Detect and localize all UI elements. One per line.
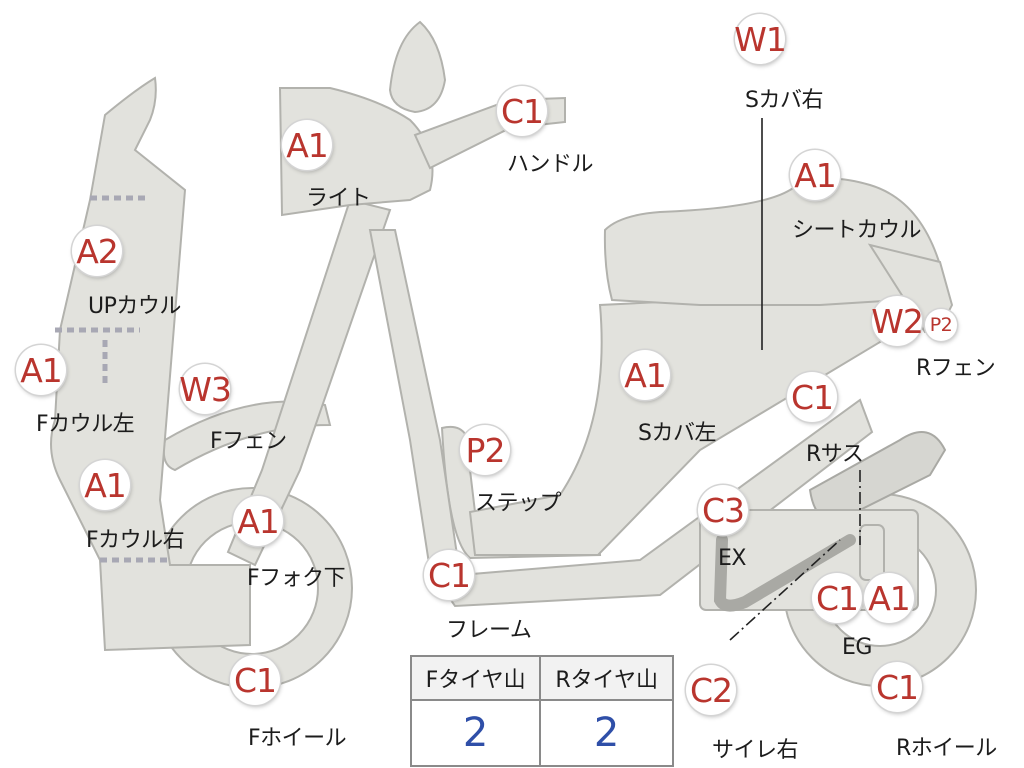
code-badge-f-fender: W3 [179, 364, 232, 414]
code-badge-r-fender: W2 [871, 296, 924, 346]
code-badge-s-cover-right: W1 [734, 14, 787, 64]
tire-tread-table: Fタイヤ山 Rタイヤ山 2 2 [409, 655, 674, 767]
side-cover-shape [468, 288, 938, 556]
front-fork-shape [226, 198, 392, 567]
code-badge-f-cowl-right: A1 [80, 460, 130, 510]
code-badge-handle: C1 [497, 86, 547, 136]
part-label-r-fender: Rフェン [916, 356, 996, 381]
part-label-step: ステップ [475, 491, 562, 516]
part-label-eg: EG [842, 635, 872, 660]
seat-shape [603, 177, 942, 306]
part-label-s-cover-right: Sカバ右 [745, 88, 823, 113]
part-label-silencer-right: サイレ右 [712, 738, 799, 763]
code-badge-frame: C1 [424, 550, 474, 600]
code-badge-light: A1 [282, 120, 332, 170]
headlight-shape [278, 87, 434, 217]
part-label-light: ライト [306, 186, 371, 211]
r-suspension-rod-shape [859, 524, 885, 581]
part-label-s-cover-left: Sカバ左 [638, 421, 716, 446]
tire-value-rear: 2 [539, 699, 674, 767]
part-label-f-fender: Fフェン [210, 429, 287, 454]
code-badge-silencer-right: C2 [686, 665, 736, 715]
tire-header-rear: Rタイヤ山 [539, 655, 674, 701]
code-badge-up-cowl: A2 [72, 226, 122, 276]
code-badge-f-fork-lower: A1 [233, 496, 283, 546]
part-label-ex: EX [718, 546, 746, 571]
part-label-f-fork-lower: Fフォク下 [247, 566, 346, 591]
code-badge-f-cowl-left: A1 [16, 345, 66, 395]
part-label-frame: フレーム [446, 618, 532, 643]
part-label-f-wheel: Fホイール [248, 726, 347, 751]
tire-value-front: 2 [409, 699, 542, 767]
part-label-f-cowl-left: Fカウル左 [36, 412, 135, 437]
tire-header-front: Fタイヤ山 [409, 655, 542, 701]
code-badge-seat-cowl: A1 [790, 150, 840, 200]
part-label-handle: ハンドル [507, 152, 594, 177]
part-label-r-wheel: Rホイール [896, 736, 997, 761]
exhaust-pipe-shape [713, 534, 856, 612]
code-badge-step: P2 [460, 425, 510, 475]
code-badge-s-cover-left: A1 [620, 350, 670, 400]
part-label-seat-cowl: シートカウル [792, 218, 922, 243]
leader-silencer [729, 539, 841, 641]
part-label-f-cowl-right: Fカウル右 [86, 528, 185, 553]
code-badge-r-wheel: C1 [872, 662, 922, 712]
code-badge-r-fender-secondary: P2 [925, 309, 957, 341]
code-badge-f-wheel: C1 [230, 655, 280, 705]
part-label-up-cowl: UPカウル [88, 294, 181, 319]
front-cowl-shape [50, 76, 251, 652]
code-badge-eg: C1 [812, 573, 862, 623]
mirror-shape [388, 20, 447, 114]
part-label-r-suspension: Rサス [806, 442, 864, 467]
code-badge-ex: C3 [698, 485, 748, 535]
code-badge-r-suspension: C1 [787, 372, 837, 422]
code-badge-eg-secondary: A1 [864, 573, 914, 623]
